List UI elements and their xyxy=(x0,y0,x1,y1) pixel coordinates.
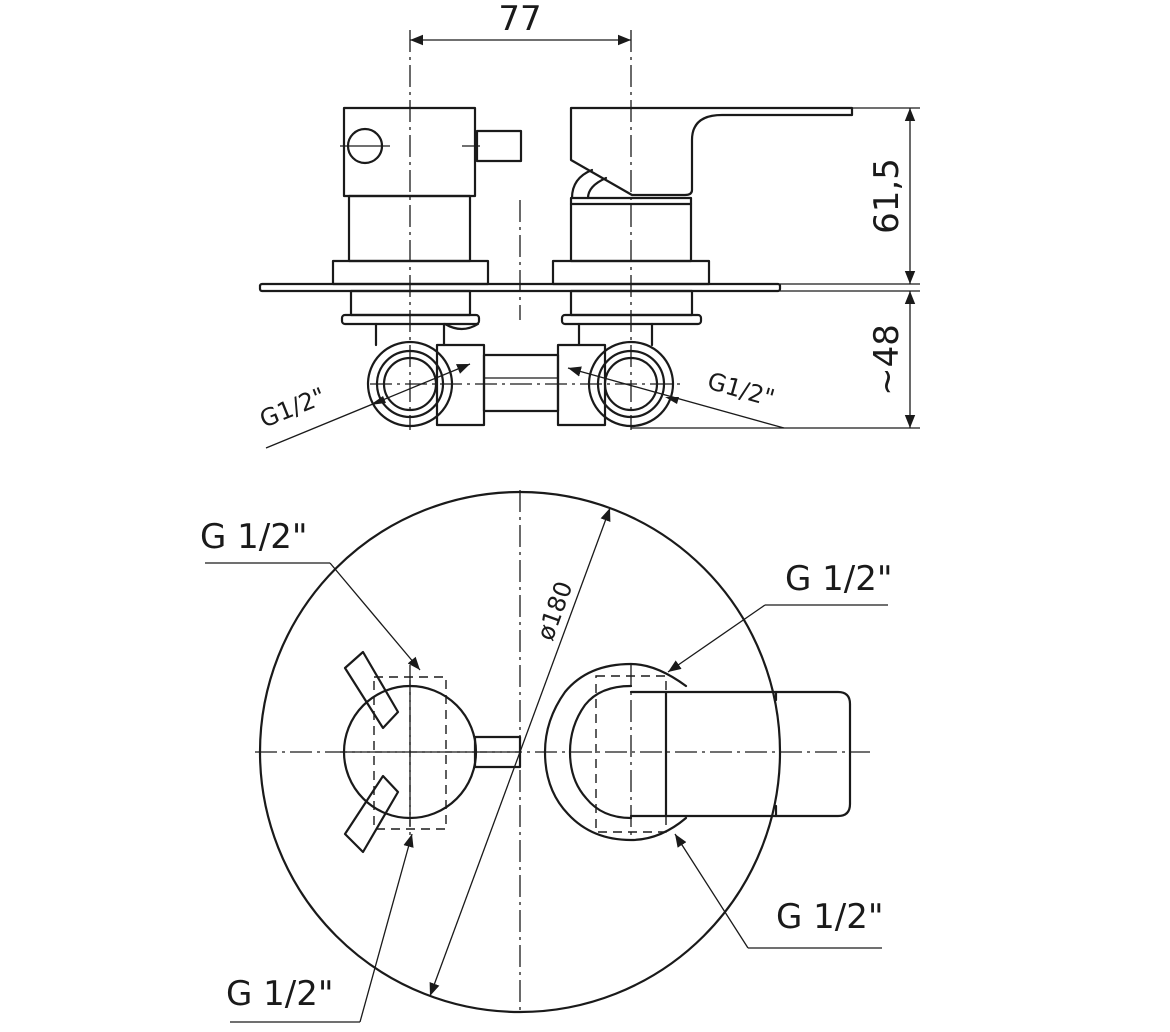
front-thread-callout-top-right: G 1/2" xyxy=(667,559,893,673)
dimension-48: ~48 xyxy=(631,290,920,429)
front-thread-callout-bottom-left: G 1/2" xyxy=(226,833,414,1023)
dimension-77: 77 xyxy=(410,0,631,46)
front-thread-callout-top-left: G 1/2" xyxy=(200,517,421,671)
front-cross-handle xyxy=(340,650,522,854)
front-thread-label-bottom-right: G 1/2" xyxy=(776,897,884,937)
side-view: 77 61,5 ~48 G1/2" G1/2" xyxy=(256,0,920,449)
front-view: ø180 G 1/2" G 1/2" G 1/2" G 1/2" xyxy=(200,490,893,1023)
side-inlet-body xyxy=(366,322,675,428)
front-thread-callout-bottom-right: G 1/2" xyxy=(674,833,884,949)
dimension-61-5-label: 61,5 xyxy=(867,158,907,234)
side-left-handle xyxy=(331,106,523,326)
front-thread-label-bottom-left: G 1/2" xyxy=(226,974,334,1014)
side-right-inlet xyxy=(587,340,675,428)
dimension-180-label: ø180 xyxy=(531,578,578,644)
dimension-48-label: ~48 xyxy=(867,324,907,396)
side-left-inlet xyxy=(366,340,454,428)
dimension-61-5: 61,5 xyxy=(780,107,920,285)
front-thread-label-top-left: G 1/2" xyxy=(200,517,308,557)
side-thread-label-right: G1/2" xyxy=(704,367,777,413)
front-thread-label-top-right: G 1/2" xyxy=(785,559,893,599)
side-right-handle xyxy=(551,106,854,326)
side-wall-plate xyxy=(258,282,782,293)
dimension-77-label: 77 xyxy=(498,0,541,39)
